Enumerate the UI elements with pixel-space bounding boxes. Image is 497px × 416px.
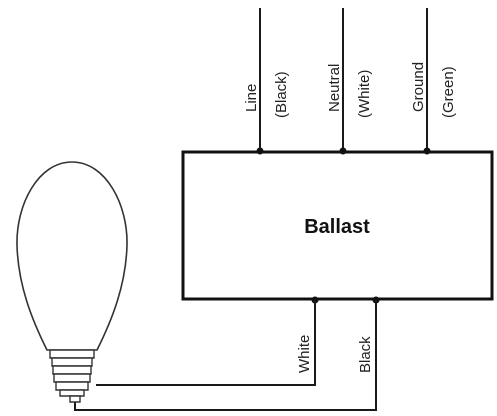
ballast-label: Ballast	[304, 216, 370, 238]
ground-terminal	[423, 147, 431, 155]
neutral-terminal	[339, 147, 347, 155]
line-terminal	[256, 147, 264, 155]
black-output-wire	[74, 300, 377, 411]
ballast-box	[181, 150, 494, 301]
neutral-wire-name: Neutral	[326, 64, 343, 112]
ground-wire-name: Ground	[410, 62, 427, 112]
ground-wire-color: (Green)	[440, 66, 457, 118]
hid-lamp-icon	[16, 161, 128, 403]
line-wire-name: Line	[243, 84, 260, 112]
line-wire-color: (Black)	[273, 71, 290, 118]
white-output-wire	[96, 300, 316, 386]
black-output-label: Black	[357, 336, 374, 373]
white-output-label: White	[296, 335, 313, 373]
neutral-wire-color: (White)	[356, 70, 373, 118]
